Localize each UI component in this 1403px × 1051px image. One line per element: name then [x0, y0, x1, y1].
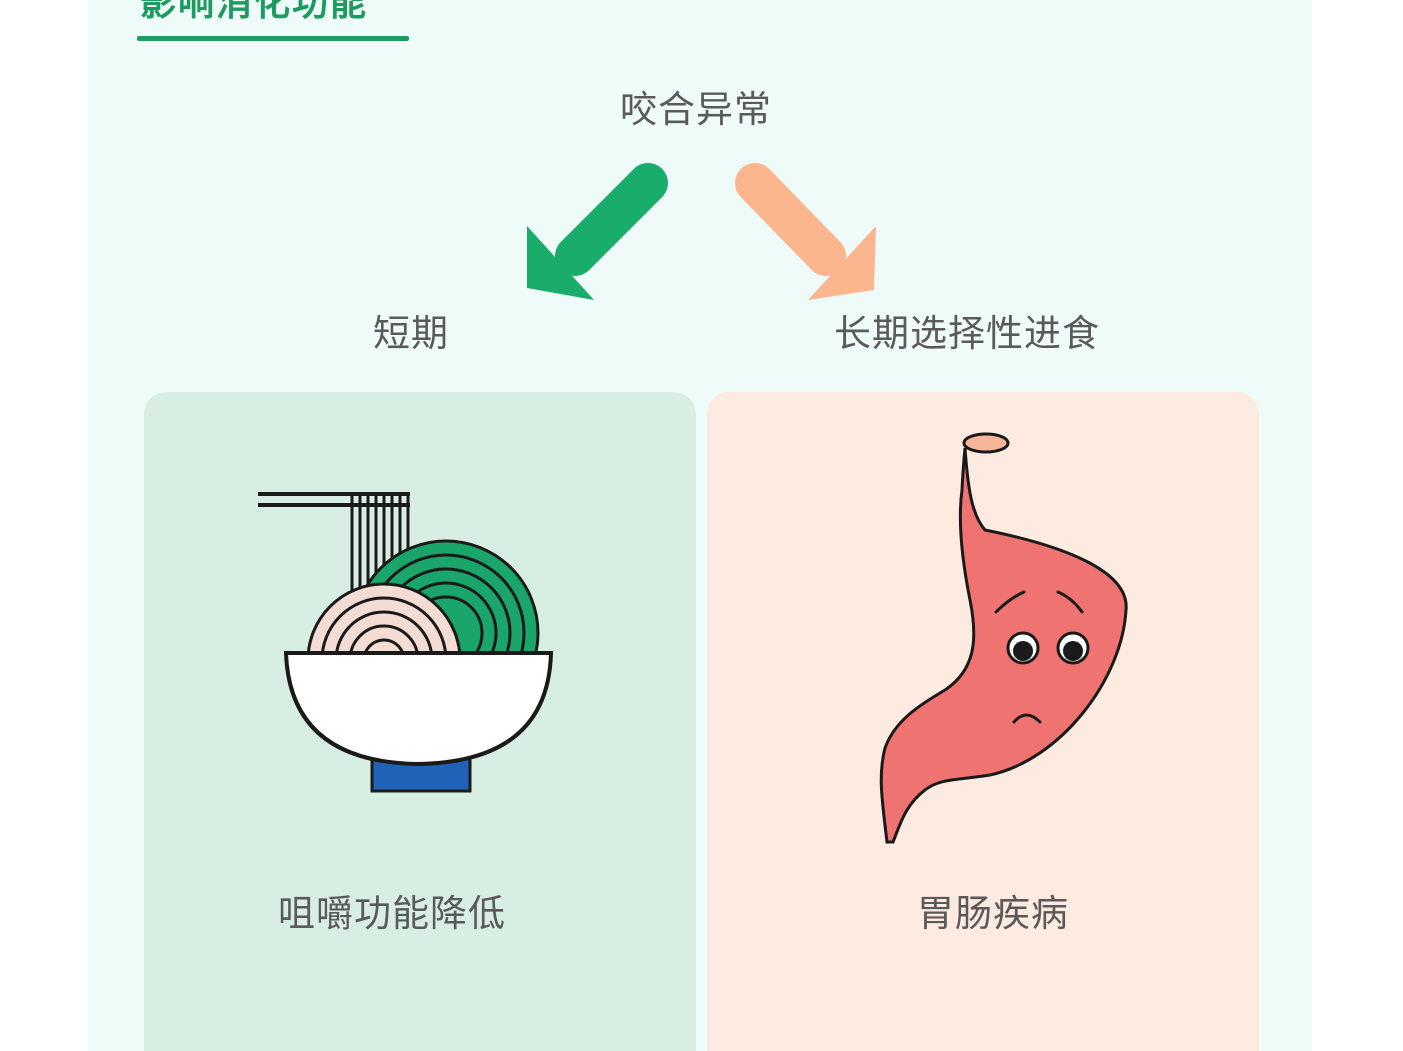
branch-label-short-term: 短期 — [373, 312, 449, 355]
branch-label-long-term: 长期选择性进食 — [834, 312, 1100, 355]
root-node-label: 咬合异常 — [620, 88, 772, 131]
title-underline — [137, 36, 409, 41]
caption-gastrointestinal-disease: 胃肠疾病 — [917, 892, 1069, 935]
section-title: 影响消化功能 — [140, 0, 369, 24]
caption-chewing-function-reduced: 咀嚼功能降低 — [278, 892, 506, 935]
